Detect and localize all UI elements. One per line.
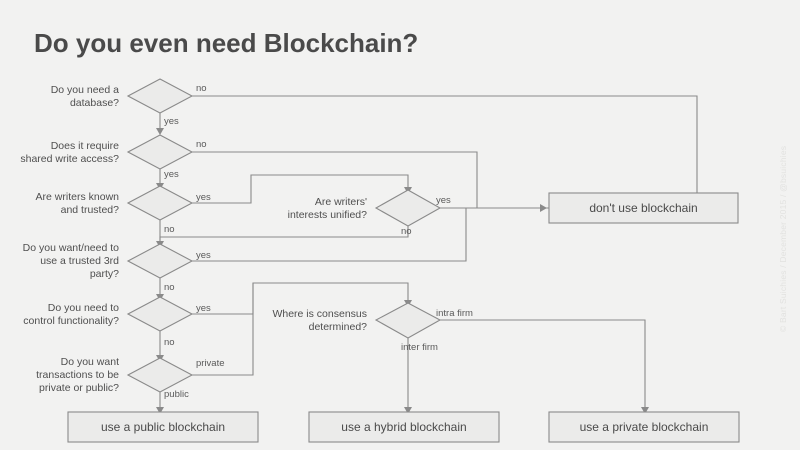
question-label-writers-known-trusted: Are writers known and trusted? xyxy=(36,191,120,216)
question-label-private-or-public: Do you want transactions to be private o… xyxy=(36,356,119,394)
svg-text:database?: database? xyxy=(70,97,119,109)
outcome-label-dont-use: don't use blockchain xyxy=(589,201,697,215)
edge-q7-no xyxy=(159,226,409,244)
edge-label-q4-yes: yes xyxy=(196,250,211,261)
outcome-label-private: use a private blockchain xyxy=(580,420,709,434)
svg-text:Are writers': Are writers' xyxy=(315,196,367,208)
decision-nodes xyxy=(126,78,442,393)
edge-label-q5-no: no xyxy=(164,337,175,348)
outcome-dont-use-blockchain[interactable]: don't use blockchain xyxy=(548,192,739,224)
decision-node-writers-known-trusted[interactable] xyxy=(126,185,194,221)
outcome-box-rect[interactable] xyxy=(548,192,739,224)
question-label-need-database: Do you need a database? xyxy=(51,84,119,109)
svg-text:Are writers known: Are writers known xyxy=(36,191,120,203)
svg-text:Do you need a: Do you need a xyxy=(51,84,119,96)
edge-label-q5-yes: yes xyxy=(196,303,211,314)
edge-label-q7-yes: yes xyxy=(436,195,451,206)
edge-label-q8-intra: intra firm xyxy=(436,308,473,319)
svg-text:party?: party? xyxy=(90,268,119,280)
edge-q2-no xyxy=(192,151,543,209)
edge-label-q3-yes: yes xyxy=(196,192,211,203)
arrowhead-hybrid xyxy=(404,407,412,414)
svg-text:Do you need to: Do you need to xyxy=(48,302,119,314)
arrowhead-group xyxy=(156,128,649,414)
svg-text:Do you want/need to: Do you want/need to xyxy=(23,242,119,254)
decision-node-shared-write-access[interactable] xyxy=(126,134,194,170)
edge-label-q2-no: no xyxy=(196,139,207,150)
outcome-boxes: don't use blockchain use a public blockc… xyxy=(67,192,740,443)
outcome-label-public: use a public blockchain xyxy=(101,420,225,434)
svg-text:private or public?: private or public? xyxy=(39,382,119,394)
edge-q4-yes xyxy=(192,208,467,262)
decision-node-private-or-public[interactable] xyxy=(126,357,194,393)
edge-label-q8-inter: inter firm xyxy=(401,342,438,353)
edge-q3-yes xyxy=(192,174,409,204)
question-label-control-functionality: Do you need to control functionality? xyxy=(23,302,119,327)
question-label-trusted-third-party: Do you want/need to use a trusted 3rd pa… xyxy=(23,242,119,280)
question-label-shared-write-access: Does it require shared write access? xyxy=(20,140,119,165)
outcome-box-rect[interactable] xyxy=(548,411,740,443)
edge-label-q6-public: public xyxy=(164,389,189,400)
outcome-use-hybrid-blockchain[interactable]: use a hybrid blockchain xyxy=(308,411,500,443)
edge-label-q4-no: no xyxy=(164,282,175,293)
edge-label-q1-no: no xyxy=(196,83,207,94)
svg-text:Do you want: Do you want xyxy=(61,356,119,368)
connector-group xyxy=(156,95,698,414)
svg-text:interests unified?: interests unified? xyxy=(288,209,368,221)
question-labels: Do you need a database? Does it require … xyxy=(20,84,367,394)
edge-labels: no yes no yes yes no yes no yes no priva… xyxy=(164,83,473,400)
svg-text:Does it require: Does it require xyxy=(51,140,119,152)
svg-text:Where is consensus: Where is consensus xyxy=(272,308,367,320)
decision-node-trusted-third-party[interactable] xyxy=(126,243,194,279)
edge-q6-private xyxy=(192,283,254,376)
arrowhead-public xyxy=(156,407,164,414)
outcome-box-rect[interactable] xyxy=(67,411,259,443)
svg-text:use a trusted 3rd: use a trusted 3rd xyxy=(40,255,119,267)
credit-text: © Bart Suichies / December 2015 / @bsuic… xyxy=(778,146,788,332)
edge-label-q6-private: private xyxy=(196,358,225,369)
outcome-box-rect[interactable] xyxy=(308,411,500,443)
edge-label-q2-yes: yes xyxy=(164,169,179,180)
svg-text:determined?: determined? xyxy=(309,321,368,333)
decision-node-need-database[interactable] xyxy=(126,78,194,114)
edge-label-q7-no: no xyxy=(401,226,412,237)
arrowhead-dont-use xyxy=(540,204,547,212)
svg-text:control functionality?: control functionality? xyxy=(23,315,119,327)
svg-text:shared write access?: shared write access? xyxy=(20,153,119,165)
edge-label-q1-yes: yes xyxy=(164,116,179,127)
decision-node-consensus-determined[interactable] xyxy=(374,302,442,339)
edge-label-q3-no: no xyxy=(164,224,175,235)
decision-node-control-functionality[interactable] xyxy=(126,296,194,332)
question-label-consensus-determined: Where is consensus determined? xyxy=(272,308,367,333)
decision-node-interests-unified[interactable] xyxy=(374,189,442,227)
arrowhead-q2 xyxy=(156,128,164,135)
svg-text:transactions to be: transactions to be xyxy=(36,369,119,381)
svg-text:and trusted?: and trusted? xyxy=(61,204,120,216)
arrowhead-private xyxy=(641,407,649,414)
outcome-use-private-blockchain[interactable]: use a private blockchain xyxy=(548,411,740,443)
page-title: Do you even need Blockchain? xyxy=(34,28,418,58)
outcome-use-public-blockchain[interactable]: use a public blockchain xyxy=(67,411,259,443)
outcome-label-hybrid: use a hybrid blockchain xyxy=(341,420,466,434)
question-label-interests-unified: Are writers' interests unified? xyxy=(288,196,368,221)
edge-q8-intra xyxy=(440,319,646,410)
